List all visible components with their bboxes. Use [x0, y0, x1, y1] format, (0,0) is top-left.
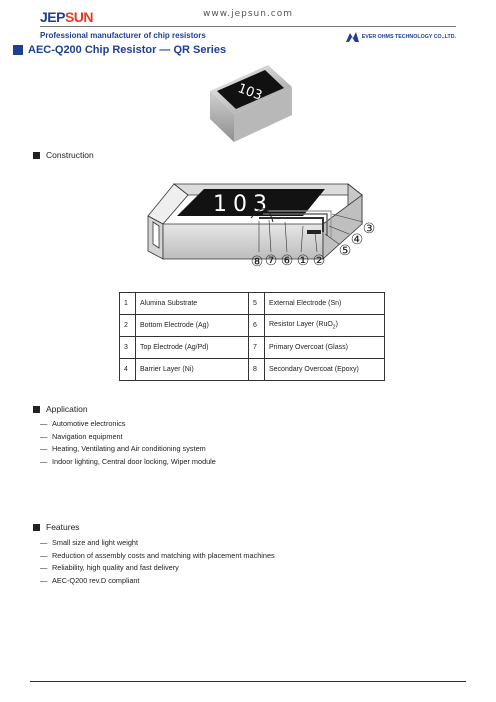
website-url[interactable]: www.jepsun.com — [202, 9, 294, 19]
part-number: 8 — [248, 358, 265, 381]
part-number: 1 — [119, 292, 136, 315]
application-heading: Application — [33, 404, 88, 414]
company-name: EVER OHMS TECHNOLOGY CO.,LTD. — [361, 34, 456, 40]
diagram-marking: 103 — [213, 192, 273, 217]
construction-title: Construction — [46, 150, 94, 160]
tagline: Professional manufacturer of chip resist… — [40, 31, 206, 40]
table-row: 1 Alumina Substrate 5 External Electrode… — [119, 292, 385, 315]
list-item-text: Indoor lighting, Central door locking, W… — [52, 456, 216, 466]
table-row: 2 Bottom Electrode (Ag) 6 Resistor Layer… — [119, 314, 385, 337]
parts-table: 1 Alumina Substrate 5 External Electrode… — [119, 292, 385, 381]
callout-8: ⑧ — [251, 254, 264, 270]
chip-resistor-photo: 103 — [210, 65, 292, 142]
list-item-text: Heating, Ventilating and Air conditionin… — [52, 444, 206, 453]
features-list: — Small size and light weight — Reduction … — [40, 537, 275, 587]
callout-1: ① — [297, 253, 310, 269]
features-heading: Features — [33, 522, 80, 532]
dash-bullet-icon: — — [40, 563, 48, 572]
part-number: 4 — [119, 358, 136, 381]
table-row: 4 Barrier Layer (Ni) 8 Secondary Overcoa… — [119, 358, 385, 381]
callout-5: ⑤ — [339, 243, 352, 259]
footer-divider — [30, 681, 466, 682]
list-item: — Indoor lighting, Central door locking, … — [40, 456, 216, 469]
logo-text-part1: JEP — [40, 9, 65, 25]
dash-bullet-icon: — — [40, 550, 48, 560]
callout-7: ⑦ — [265, 253, 278, 269]
callout-4: ④ — [351, 232, 364, 248]
table-row: 3 Top Electrode (Ag/Pd) 7 Primary Overco… — [119, 336, 385, 359]
list-item: — Automotive electronics — [40, 418, 216, 431]
dash-bullet-icon: — — [40, 431, 48, 441]
list-item-text: Automotive electronics — [52, 419, 126, 428]
part-name: Barrier Layer (Ni) — [135, 358, 249, 381]
part-number: 5 — [248, 292, 265, 315]
logo-text-part2: SUN — [64, 9, 94, 25]
part-name-cell: Resistor Layer (RuO2) — [264, 314, 385, 337]
callout-6: ⑥ — [281, 253, 294, 269]
part-number: 2 — [119, 314, 136, 337]
part-name: External Electrode (Sn) — [264, 292, 385, 315]
list-item-text: Small size and light weight — [52, 538, 138, 547]
part-name: Resistor Layer (RuO — [269, 320, 333, 328]
section-bullet-icon — [33, 405, 40, 413]
brand-logo: JEPSUN — [40, 9, 94, 25]
features-title: Features — [46, 522, 80, 532]
dash-bullet-icon: — — [40, 575, 48, 585]
dash-bullet-icon: — — [40, 456, 48, 466]
part-number: 3 — [119, 336, 136, 359]
part-name: Secondary Overcoat (Epoxy) — [264, 358, 385, 381]
part-name-suffix: ) — [335, 320, 338, 328]
list-item: — Reliability, high quality and fast deli… — [40, 562, 275, 575]
list-item: — Small size and light weight — [40, 537, 275, 550]
application-title: Application — [46, 404, 88, 414]
list-item-text: Reduction of assembly costs and matching… — [52, 550, 275, 560]
section-bullet-icon — [33, 523, 40, 531]
list-item-text: AEC-Q200 rev.D compliant — [52, 575, 140, 585]
company-brand: EVER OHMS TECHNOLOGY CO.,LTD. — [345, 31, 456, 43]
part-name: Alumina Substrate — [135, 292, 249, 315]
list-item: — AEC-Q200 rev.D compliant — [40, 575, 275, 588]
part-name-subscript: 2 — [332, 324, 336, 331]
application-list: — Automotive electronics — Navigation equi… — [40, 418, 216, 468]
list-item-text: Reliability, high quality and fast deliv… — [52, 563, 179, 572]
title-row: AEC-Q200 Chip Resistor — QR Series — [13, 44, 226, 56]
dash-bullet-icon: — — [40, 444, 48, 453]
company-logo-icon — [345, 32, 359, 42]
construction-heading: Construction — [33, 150, 94, 160]
dash-bullet-icon: — — [40, 419, 48, 428]
part-name: Bottom Electrode (Ag) — [135, 314, 249, 337]
header-divider — [40, 26, 456, 27]
part-name: Top Electrode (Ag/Pd) — [135, 336, 249, 359]
part-number: 7 — [248, 336, 265, 359]
part-number: 6 — [248, 314, 265, 337]
callout-3: ③ — [363, 221, 376, 237]
title-bullet-icon — [13, 45, 23, 55]
section-bullet-icon — [33, 151, 40, 159]
list-item-text: Navigation equipment — [52, 431, 123, 441]
list-item: — Reduction of assembly costs and matchin… — [40, 550, 275, 563]
page-title: AEC-Q200 Chip Resistor — QR Series — [28, 44, 227, 56]
list-item: — Heating, Ventilating and Air conditioni… — [40, 443, 216, 456]
callout-2: ② — [313, 253, 326, 269]
construction-diagram: 103 ① ② ③ ④ ⑤ ⑥ ⑦ ⑧ — [147, 183, 376, 270]
dash-bullet-icon: — — [40, 538, 48, 547]
list-item: — Navigation equipment — [40, 431, 216, 444]
part-name: Primary Overcoat (Glass) — [264, 336, 385, 359]
